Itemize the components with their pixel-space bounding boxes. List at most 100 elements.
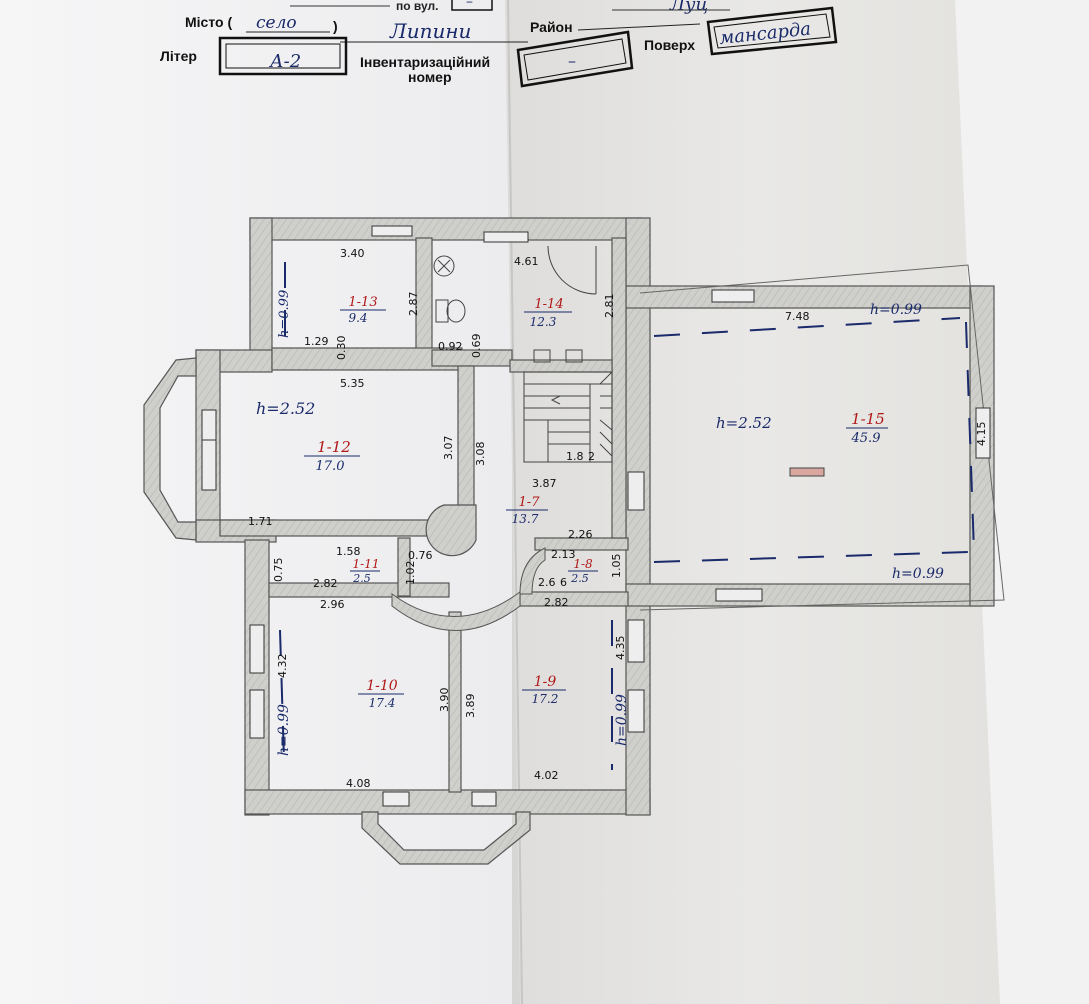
fixtures xyxy=(433,245,825,477)
dim: 3.08 xyxy=(474,442,487,467)
height-label: h=0.99 xyxy=(870,302,922,318)
dim: 3.07 xyxy=(442,436,455,461)
room-area: 12.3 xyxy=(530,315,557,329)
height-label: h=0.99 xyxy=(276,704,292,756)
inventory-label-1: Інвентаризаційний xyxy=(360,54,490,70)
inventory-label-2: номер xyxy=(408,69,452,85)
inventory-box xyxy=(516,30,634,88)
room-1-7: 1-7 13.7 xyxy=(506,495,548,526)
district-label: Район xyxy=(530,19,573,35)
room-area: 2.5 xyxy=(352,572,371,585)
dim: 2 xyxy=(588,450,595,463)
dim: 4.08 xyxy=(346,777,371,790)
staircase xyxy=(523,371,613,463)
curved-wall xyxy=(391,591,521,631)
dim: 0.69 xyxy=(470,334,483,359)
dim: 3.89 xyxy=(464,694,477,719)
bay-window-left xyxy=(143,357,197,541)
dim: 2.81 xyxy=(603,294,616,319)
dim: 0.92 xyxy=(438,340,463,353)
height-label: h=2.52 xyxy=(256,399,315,418)
dim: 2.96 xyxy=(320,598,345,611)
liter-value: А-2 xyxy=(268,51,301,72)
room-id: 1-13 xyxy=(348,295,377,310)
dim: 4.61 xyxy=(514,255,539,268)
far-right-margin xyxy=(955,0,1089,1004)
room-1-12: 1-12 17.0 xyxy=(304,438,360,474)
dim: 2.82 xyxy=(313,577,338,590)
dim: 1.02 xyxy=(404,561,417,586)
room-id: 1-10 xyxy=(366,678,398,694)
dash-lines xyxy=(279,262,975,770)
dim: 3.87 xyxy=(532,477,557,490)
dim: 1.58 xyxy=(336,545,361,558)
dim: 3.40 xyxy=(340,247,365,260)
room-id: 1-14 xyxy=(534,297,563,312)
room-1-14: 1-14 12.3 xyxy=(524,297,572,329)
liter-label: Літер xyxy=(160,48,197,64)
room-area: 17.0 xyxy=(316,459,345,474)
dim: 2.82 xyxy=(544,596,569,609)
room-id: 1-12 xyxy=(317,438,351,456)
inventory-value: – xyxy=(568,51,576,70)
city-label: Місто ( xyxy=(185,14,232,30)
room-area: 17.2 xyxy=(532,692,559,706)
height-label: h=0.99 xyxy=(892,566,944,582)
dim: 2.87 xyxy=(407,292,420,317)
dim: 3.90 xyxy=(438,688,451,713)
dim: 6 xyxy=(560,576,567,589)
city-close: ) xyxy=(333,18,338,34)
dim: 0.75 xyxy=(272,558,285,583)
bay-window-bottom xyxy=(361,811,531,865)
dimensions: 3.40 2.87 1.29 0.30 0.92 0.69 4.61 2.81 … xyxy=(248,247,988,790)
dim: 4.32 xyxy=(276,654,289,679)
dim: 1.05 xyxy=(610,554,623,579)
room-id: 1-11 xyxy=(353,557,380,571)
room-id: 1-15 xyxy=(851,410,885,428)
room-1-13: 1-13 9.4 xyxy=(340,295,386,325)
room-1-11: 1-11 2.5 xyxy=(350,557,380,585)
dim: 1.29 xyxy=(304,335,329,348)
dim: 7.48 xyxy=(785,310,810,323)
room-area: 13.7 xyxy=(512,512,539,526)
street-label: по вул. xyxy=(396,0,438,13)
dim: 2.26 xyxy=(568,528,593,541)
dim: 1.8 xyxy=(566,450,584,463)
dim: 4.15 xyxy=(975,422,988,447)
windows xyxy=(201,225,991,807)
liter-box xyxy=(218,36,348,76)
height-label: h=0.99 xyxy=(614,694,630,746)
right-page xyxy=(505,0,1000,1004)
header-form: по вул. – Луц Місто ( село ) Липини Райо… xyxy=(160,0,838,88)
left-page xyxy=(0,0,512,1004)
room-area: 2.5 xyxy=(570,572,589,585)
dim: 4.35 xyxy=(614,636,627,661)
room-id: 1-8 xyxy=(573,557,593,571)
room-1-8: 1-8 2.5 xyxy=(568,557,598,585)
dim: 0.30 xyxy=(335,336,348,361)
room-1-9: 1-9 17.2 xyxy=(522,674,566,706)
rounded-column xyxy=(425,504,477,557)
room-labels: 1-13 9.4 1-14 12.3 1-12 17.0 1-7 13.7 1-… xyxy=(304,295,888,710)
room-area: 17.4 xyxy=(369,696,396,710)
room-area: 9.4 xyxy=(348,311,367,325)
dim: 0.76 xyxy=(408,549,433,562)
heights: h=0.99 h=2.52 h=2.52 h=0.99 h=0.99 h=0.9… xyxy=(256,290,944,756)
street-value-box xyxy=(451,0,493,11)
room-1-10: 1-10 17.4 xyxy=(358,678,404,710)
city-type: село xyxy=(256,13,297,33)
height-label: h=2.52 xyxy=(716,414,772,432)
dim: 2.13 xyxy=(551,548,576,561)
district-value: Луц xyxy=(669,0,708,15)
street-value: – xyxy=(466,0,473,10)
room-id: 1-7 xyxy=(519,495,541,510)
floor-label: Поверх xyxy=(644,37,695,53)
height-label: h=0.99 xyxy=(277,290,292,338)
curved-wall-2 xyxy=(519,547,546,595)
room-1-15: 1-15 45.9 xyxy=(846,410,888,446)
room-area: 45.9 xyxy=(851,431,881,446)
floor-box xyxy=(706,6,838,56)
dim: 2.6 xyxy=(538,576,556,589)
dim: 1.71 xyxy=(248,515,273,528)
